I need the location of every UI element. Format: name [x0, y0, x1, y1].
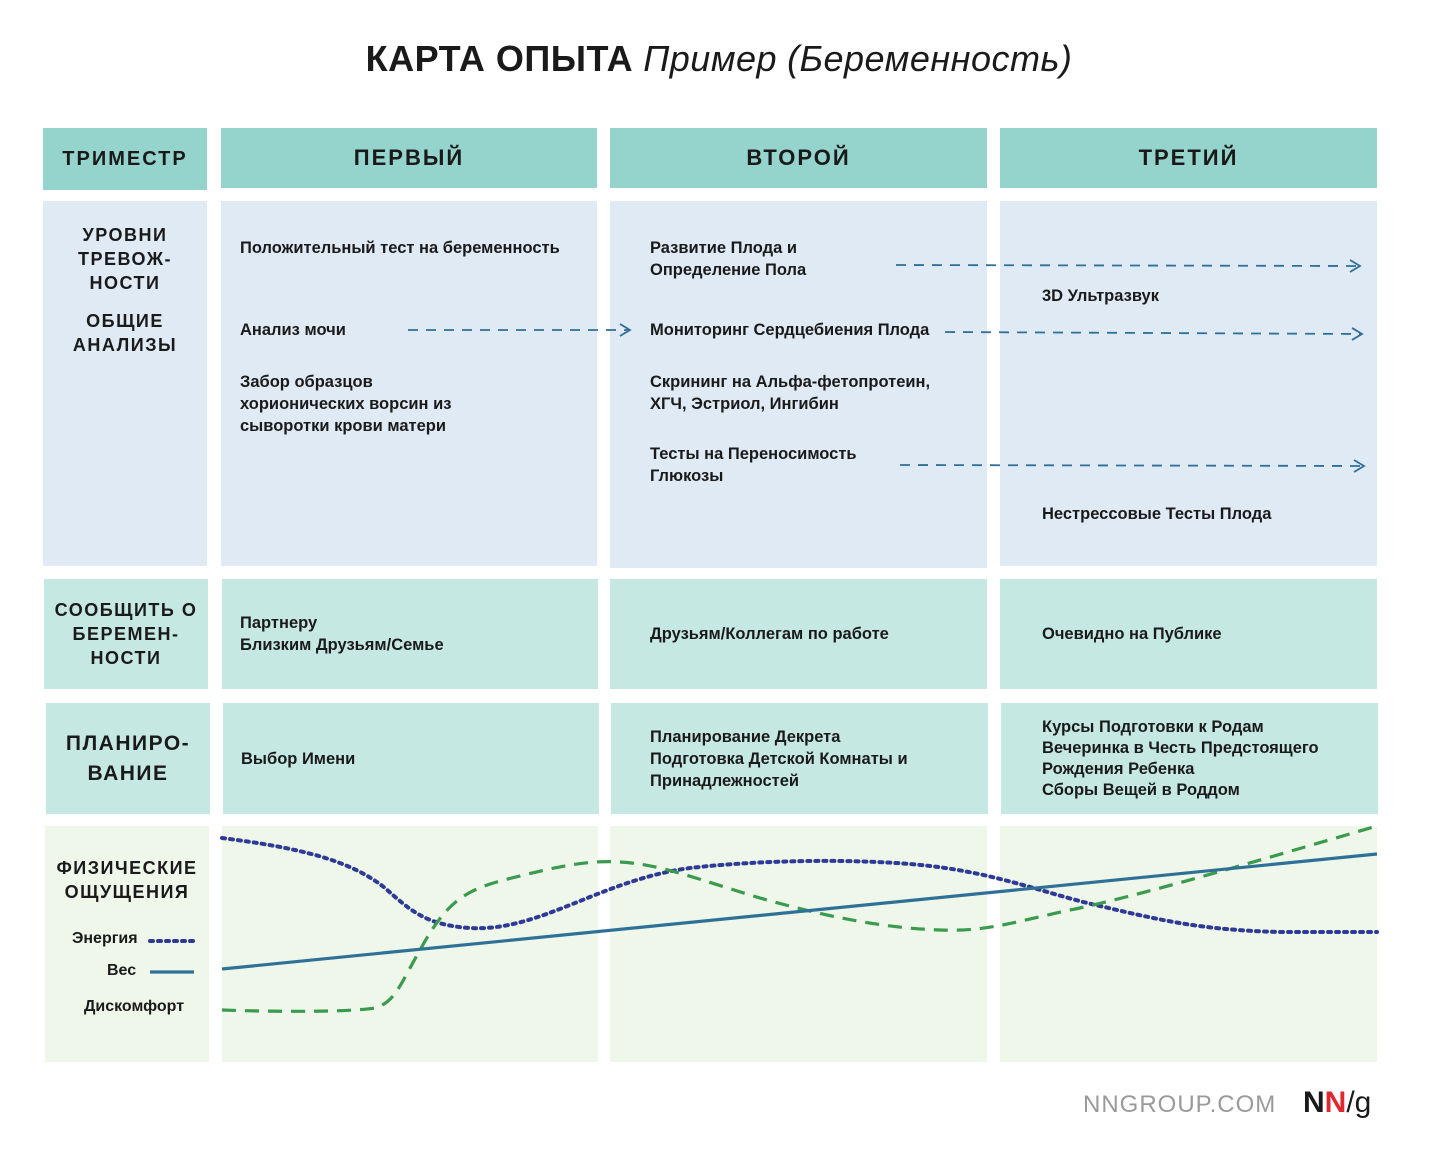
- header-third: ТРЕТИЙ: [1000, 128, 1377, 188]
- physical-label: ФИЗИЧЕСКИЕ ОЩУЩЕНИЯ: [56, 858, 198, 902]
- arrow-fetal-development: [895, 259, 1362, 273]
- tests-label: ОБЩИЕ АНАЛИЗЫ: [72, 311, 178, 355]
- test-glucose: Тесты на Переносимость Глюкозы: [650, 445, 857, 485]
- row-label-planning: ПЛАНИРО- ВАНИЕ: [46, 703, 210, 814]
- planning-label: ПЛАНИРО- ВАНИЕ: [65, 731, 191, 785]
- row-label-anxiety: УРОВНИ ТРЕВОЖ- НОСТИ ОБЩИЕ АНАЛИЗЫ: [43, 201, 207, 566]
- discomfort-curve: [221, 824, 1378, 1013]
- arrow-heartbeat: [944, 327, 1364, 341]
- logo-n1: N: [1303, 1086, 1325, 1119]
- header-trimester-label: ТРИМЕСТР: [43, 128, 207, 190]
- anxiety-label: УРОВНИ ТРЕВОЖ- НОСТИ: [77, 225, 173, 293]
- cell-anxiety-first: [221, 201, 597, 566]
- cell-anxiety-third: [1000, 201, 1377, 566]
- tell-second: Друзьям/Коллегам по работе: [610, 579, 987, 689]
- title-bold: КАРТА ОПЫТА: [365, 38, 634, 79]
- energy-curve: [220, 836, 1379, 934]
- legend-weight-label: Вес: [107, 962, 137, 979]
- page-title: КАРТА ОПЫТА Пример (Беременность): [0, 38, 1438, 80]
- tell-third: Очевидно на Публике: [1000, 579, 1377, 689]
- arrow-glucose: [899, 459, 1366, 473]
- test-heartbeat: Мониторинг Сердцебиения Плода: [650, 321, 930, 339]
- planning-first: Выбор Имени: [223, 703, 599, 814]
- nng-logo: NN/g: [1303, 1086, 1371, 1120]
- test-nonstress: Нестрессовые Тесты Плода: [1042, 505, 1272, 523]
- row-label-physical: ФИЗИЧЕСКИЕ ОЩУЩЕНИЯ: [45, 826, 209, 1062]
- row-label-tell: СООБЩИТЬ О БЕРЕМЕН- НОСТИ: [44, 579, 208, 689]
- weight-line: [221, 852, 1378, 971]
- title-italic: Пример: [643, 38, 778, 79]
- cell-physical-third: [1000, 826, 1377, 1062]
- test-afp-screening: Скрининг на Альфа-фетопротеин, ХГЧ, Эстр…: [650, 373, 931, 413]
- test-fetal-development: Развитие Плода и Определение Пола: [650, 239, 807, 279]
- tell-first: Партнеру Близким Друзьям/Семье: [222, 579, 598, 689]
- logo-g: /g: [1346, 1086, 1372, 1119]
- planning-third: Курсы Подготовки к Родам Вечеринка в Чес…: [1001, 703, 1378, 814]
- legend-discomfort-label: Дискомфорт: [84, 998, 185, 1015]
- header-first: ПЕРВЫЙ: [221, 128, 597, 188]
- test-cvs: Забор образцов хорионических ворсин из с…: [240, 373, 452, 435]
- logo-n2: N: [1324, 1086, 1347, 1119]
- test-urine: Анализ мочи: [240, 321, 346, 339]
- legend-energy-label: Энергия: [72, 930, 138, 947]
- tell-label: СООБЩИТЬ О БЕРЕМЕН- НОСТИ: [54, 600, 198, 668]
- planning-second: Планирование Декрета Подготовка Детской …: [611, 703, 988, 814]
- test-positive-pregnancy: Положительный тест на беременность: [240, 239, 560, 257]
- title-paren: (Беременность): [787, 38, 1073, 79]
- cell-physical-first: [222, 826, 598, 1062]
- header-second: ВТОРОЙ: [610, 128, 987, 188]
- test-3d-ultrasound: 3D Ультразвук: [1042, 287, 1159, 305]
- cell-anxiety-second: [610, 201, 987, 568]
- footer-site: NNGROUP.COM: [1083, 1091, 1277, 1118]
